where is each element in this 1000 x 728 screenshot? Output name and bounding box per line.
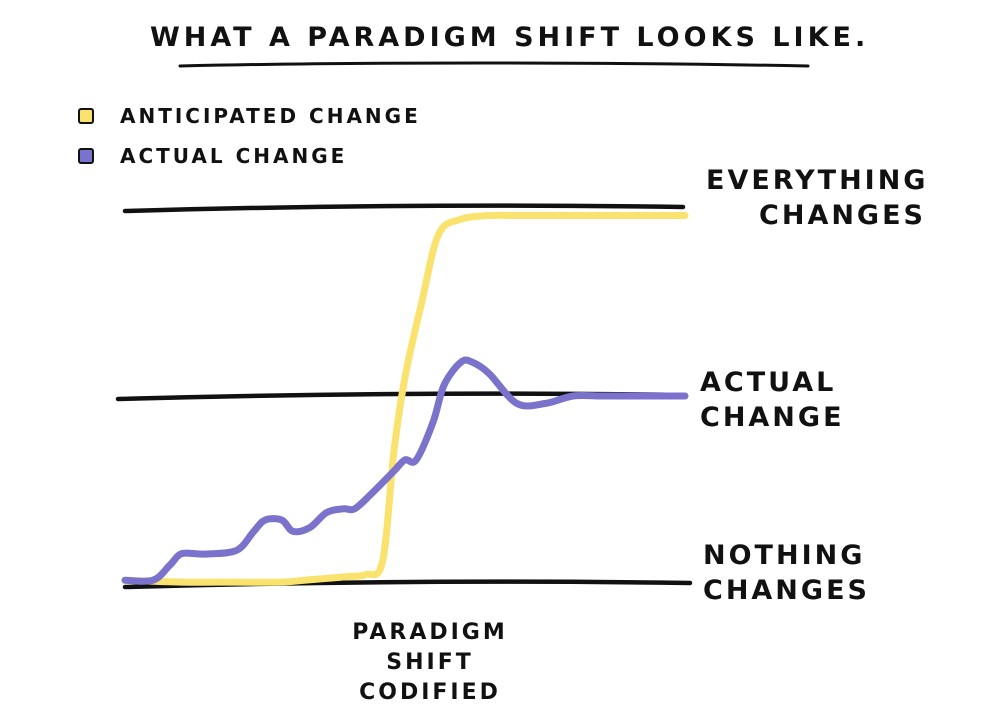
label-nothing-line1: Nothing [703,540,866,571]
legend-item-anticipated: Anticipated change [78,104,421,128]
legend-item-actual: Actual change [78,144,347,168]
legend-label-anticipated: Anticipated change [120,104,421,128]
title-underline [178,61,810,68]
label-actual-change: Actual change [700,365,845,435]
x-label-line3: Codified [359,680,501,705]
legend-label-actual: Actual change [120,144,348,168]
label-nothing-line2: changes [703,575,870,606]
label-nothing-changes: Nothing changes [703,538,870,608]
x-label-line1: Paradigm [352,620,508,645]
label-actual-line1: Actual [700,367,837,398]
label-actual-line2: change [700,402,845,433]
legend-swatch-anticipated [78,108,94,124]
legend-swatch-actual [78,148,94,164]
reference-line-everything-changes [122,203,686,214]
series-line-anticipated [121,211,689,586]
x-axis-label: Paradigm Shift Codified [330,618,530,708]
series-line-actual [121,356,689,585]
label-everything-line1: Everything [706,165,929,196]
x-label-line2: Shift [386,650,474,675]
label-everything-line2: changes [759,200,926,231]
label-everything-changes: Everything changes [706,163,926,233]
chart-title: What a paradigm shift looks like. [150,22,870,53]
